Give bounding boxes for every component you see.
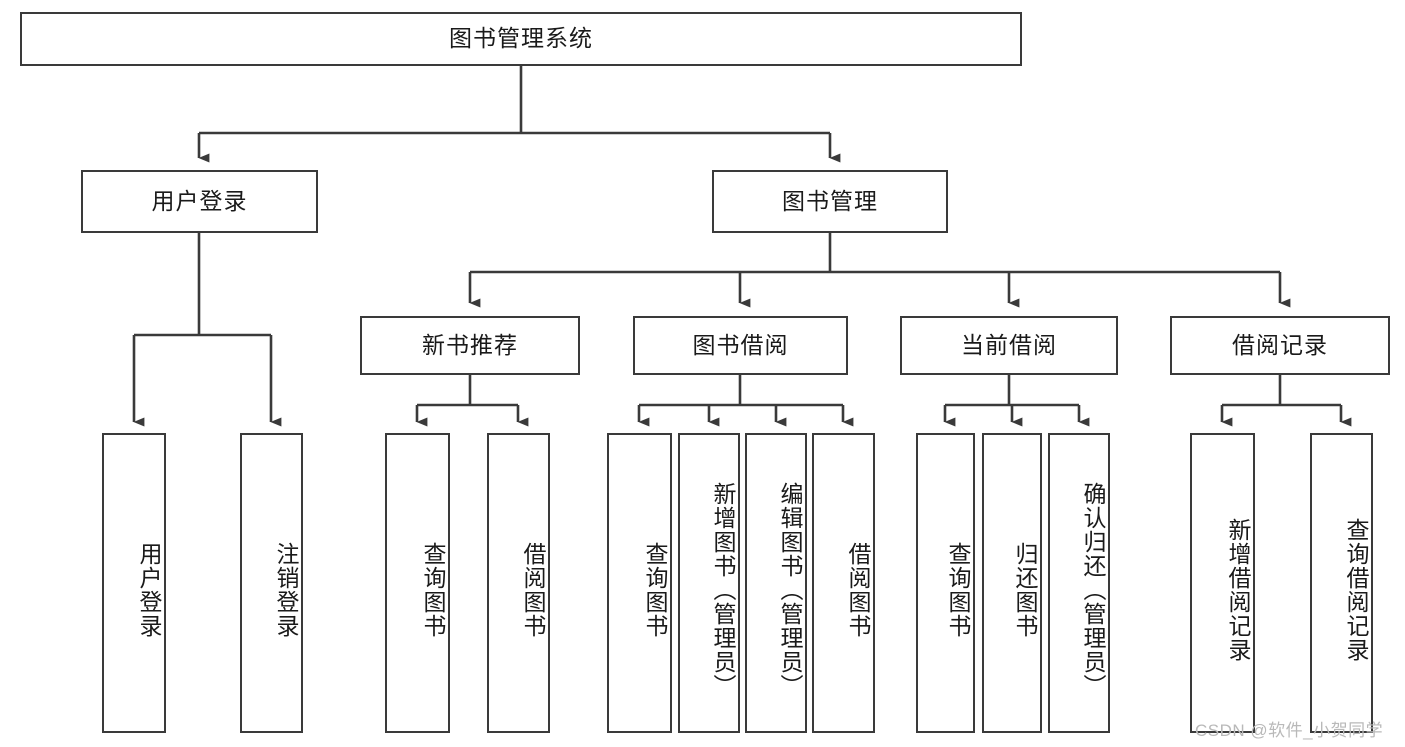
node-label: 当前借阅 [961, 331, 1057, 358]
node-leaf-query-book[interactable]: 查询图书 [607, 433, 672, 733]
node-leaf-user-login[interactable]: 用户登录 [102, 433, 166, 733]
node-leaf-return-book[interactable]: 归还图书 [982, 433, 1042, 733]
node-leaf-query-borrowing-record[interactable]: 查询借阅记录 [1310, 433, 1373, 733]
node-leaf-query-book-current[interactable]: 查询图书 [916, 433, 975, 733]
node-leaf-confirm-return-admin[interactable]: 确认归还（管理员） [1048, 433, 1110, 733]
node-leaf-query-book-recommendation[interactable]: 查询图书 [385, 433, 450, 733]
node-leaf-borrow-book[interactable]: 借阅图书 [812, 433, 875, 733]
node-book-management[interactable]: 图书管理 [712, 170, 948, 233]
node-root-book-management-system[interactable]: 图书管理系统 [20, 12, 1022, 66]
node-leaf-add-borrowing-record[interactable]: 新增借阅记录 [1190, 433, 1255, 733]
node-current-borrowing[interactable]: 当前借阅 [900, 316, 1118, 375]
node-label: 查询图书 [420, 542, 446, 638]
node-leaf-borrow-book-recommendation[interactable]: 借阅图书 [487, 433, 550, 733]
node-label: 查询借阅记录 [1343, 518, 1369, 662]
node-label: 查询图书 [642, 542, 668, 638]
node-label: 图书管理 [782, 187, 878, 214]
node-borrowing-record[interactable]: 借阅记录 [1170, 316, 1390, 375]
node-label: 图书借阅 [692, 331, 789, 358]
node-new-book-recommendation[interactable]: 新书推荐 [360, 316, 580, 375]
node-user-login[interactable]: 用户登录 [81, 170, 318, 233]
watermark: CSDN @软件_小贺同学 [1195, 721, 1384, 740]
node-label: 新增图书（管理员） [710, 482, 736, 698]
node-label: 借阅记录 [1232, 331, 1328, 358]
node-label: 注销登录 [273, 542, 299, 638]
node-label: 借阅图书 [520, 542, 546, 638]
node-label: 用户登录 [136, 542, 162, 638]
node-label: 用户登录 [151, 187, 248, 214]
node-label: 新书推荐 [422, 331, 518, 358]
node-leaf-edit-book-admin[interactable]: 编辑图书（管理员） [745, 433, 807, 733]
node-label: 查询图书 [945, 542, 971, 638]
node-book-borrowing[interactable]: 图书借阅 [633, 316, 848, 375]
node-label: 确认归还（管理员） [1080, 482, 1106, 698]
node-label: 编辑图书（管理员） [777, 482, 803, 698]
node-leaf-logout[interactable]: 注销登录 [240, 433, 303, 733]
node-label: 归还图书 [1012, 542, 1038, 638]
node-label: 新增借阅记录 [1225, 518, 1251, 662]
node-label: 图书管理系统 [449, 25, 593, 52]
node-label: 借阅图书 [845, 542, 871, 638]
node-leaf-add-book-admin[interactable]: 新增图书（管理员） [678, 433, 740, 733]
